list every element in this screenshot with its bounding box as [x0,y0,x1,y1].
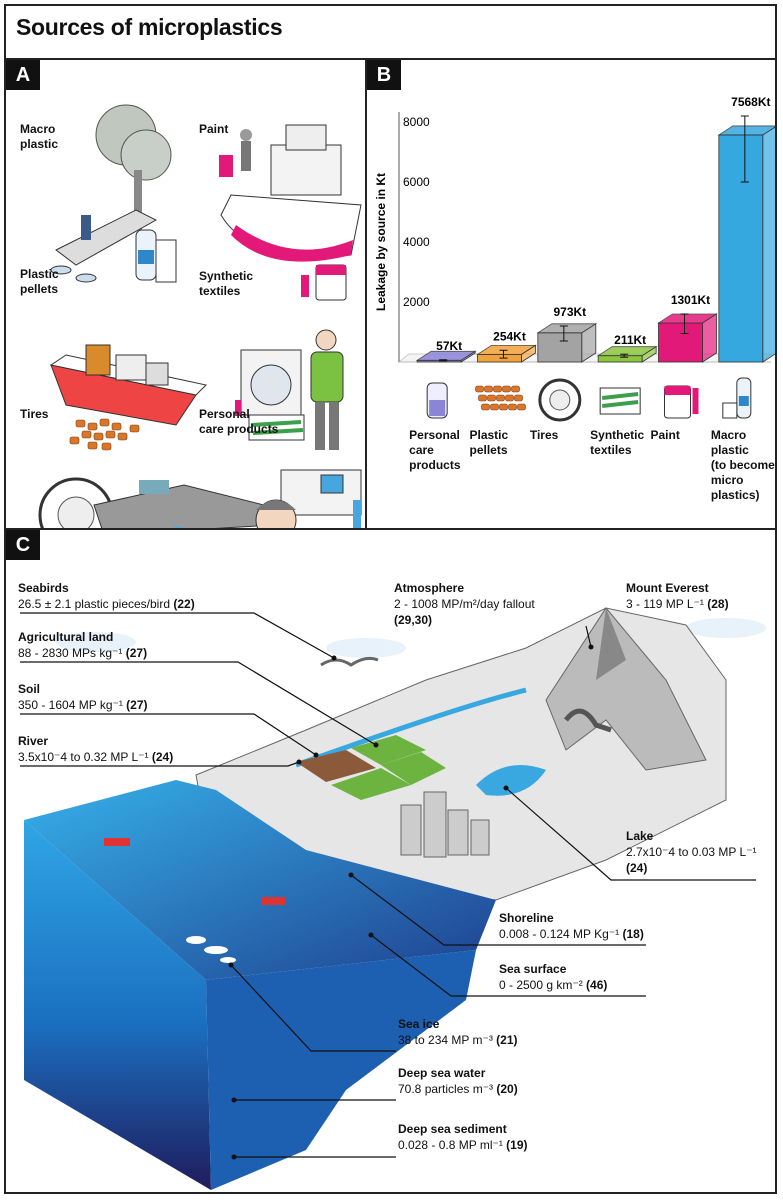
source-label-plastic-pellets: Plastic pellets [20,267,59,296]
source-label-paint: Paint [199,122,229,136]
data-label: 254Kt [493,329,526,343]
lake-icon [476,765,546,796]
source-label-macro-plastic: Macro plastic [20,122,59,151]
cargo-ship-pellets-icon [49,344,208,451]
tire-icon [538,378,582,422]
bar-side [702,313,717,363]
cloud-icon [56,618,766,658]
panel-c-label: C [6,530,40,560]
data-label: 1301Kt [671,293,710,307]
paint-can-icon [664,385,699,419]
ship-icon [261,897,285,905]
panel-a-illustrations [38,104,362,528]
data-label: 211Kt [614,333,646,347]
bar-side [641,345,657,363]
boat-painting-icon [219,124,362,301]
x-tick-label: Plastic pellets [469,428,509,457]
environment-illustration [20,607,766,1190]
bar-side [762,126,775,363]
leakage-bar-chart: Leakage by source in Kt 2000 4000 6000 8000 5… [374,95,775,422]
bar [718,134,764,363]
y-tick-label: 6000 [403,175,430,189]
x-tick-label: Synthetic textiles [590,428,645,457]
seabird-icon [564,708,612,733]
city-icon [400,791,490,858]
y-tick-label: 4000 [403,235,430,249]
source-label-tires: Tires [20,407,49,421]
bar [658,322,703,363]
bar-side [581,323,597,363]
deep-sea-block [24,820,211,1190]
panel-a-label: A [6,60,40,90]
bar [597,355,643,363]
panel-b: B Leakage by source in Kt 2000 4000 6000 800… [365,58,777,530]
panel-c: C [4,528,777,1194]
y-axis-label: Leakage by source in Kt [374,173,388,311]
car-tire-icon [38,477,275,528]
y-tick-label: 8000 [403,115,430,129]
pellets-icon [475,385,526,411]
sea-surface [24,780,496,980]
panel-a: A [4,58,367,530]
bar [537,332,583,363]
seabird-icon [320,656,379,667]
source-label-personal-care: Personal care products [199,407,279,436]
source-label-synthetic-textiles: Synthetic textiles [199,269,254,298]
data-label: 973Kt [553,305,586,319]
mountain-icon [545,607,707,771]
bar-side [521,344,536,363]
bar-top [717,125,775,136]
x-tick-label: Paint [650,428,680,442]
washing-machine-person-icon [235,329,344,450]
bottle-icon [722,377,752,419]
park-bench-bottles-icon [50,104,177,283]
textile-icon [599,387,641,415]
data-label: 7568Kt [731,95,770,109]
bar-side [460,350,476,363]
person-cosmetics-icon [255,469,362,528]
y-tick-label: 2000 [403,295,430,309]
x-tick-label: Personal care products [409,428,461,472]
page-title: Sources of microplastics [16,14,283,40]
x-tick-label: Tires [529,428,559,442]
river-icon [295,687,527,768]
ship-icon [104,838,130,846]
agricultural-field-icon [296,750,376,782]
x-tick-label: Macro plastic (to become micro plastics) [710,428,775,502]
panel-b-label: B [367,60,401,90]
soap-bottle-icon [426,382,448,419]
sea-ice-icon [186,936,236,963]
data-label: 57Kt [436,339,462,353]
